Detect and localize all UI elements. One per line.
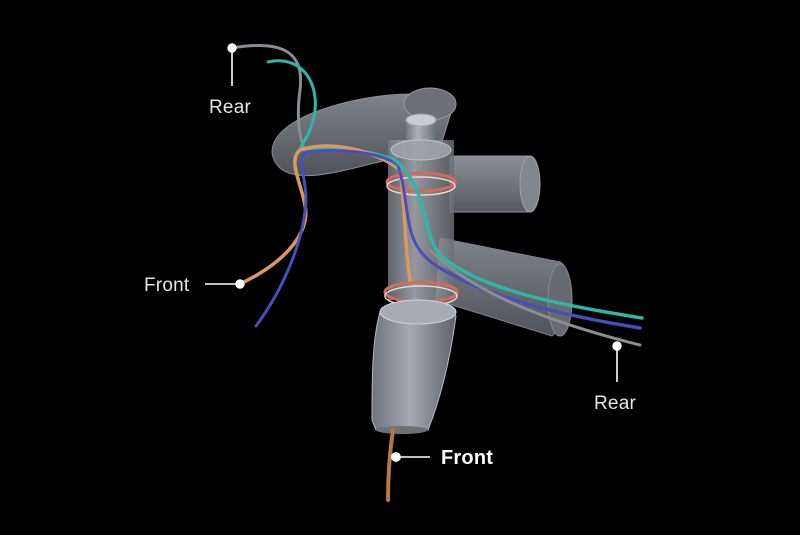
label-rear-right: Rear (594, 393, 636, 414)
callout-dot-front-bottom (391, 452, 401, 462)
right-stub-tube (449, 155, 541, 213)
blue-cable-left (254, 149, 442, 328)
callout-dot-rear-top (227, 43, 237, 53)
head-tube (383, 113, 459, 307)
rear-cable-gray-right (428, 248, 642, 347)
label-front-bottom: Front (441, 447, 494, 469)
callout-dot-front-left (235, 279, 245, 289)
callout-dot-rear-right (612, 341, 622, 351)
fork-steerer (371, 299, 457, 434)
front-cable-copper-bottom (386, 428, 395, 502)
blue-cable-right (438, 266, 642, 330)
cables (230, 43, 644, 502)
upper-headset-ring (385, 171, 457, 193)
rear-cable-gray-top (230, 43, 307, 152)
callouts (205, 43, 622, 462)
label-rear-top: Rear (209, 97, 251, 118)
label-front-left: Front (144, 275, 190, 296)
teal-cable-right (393, 158, 644, 320)
